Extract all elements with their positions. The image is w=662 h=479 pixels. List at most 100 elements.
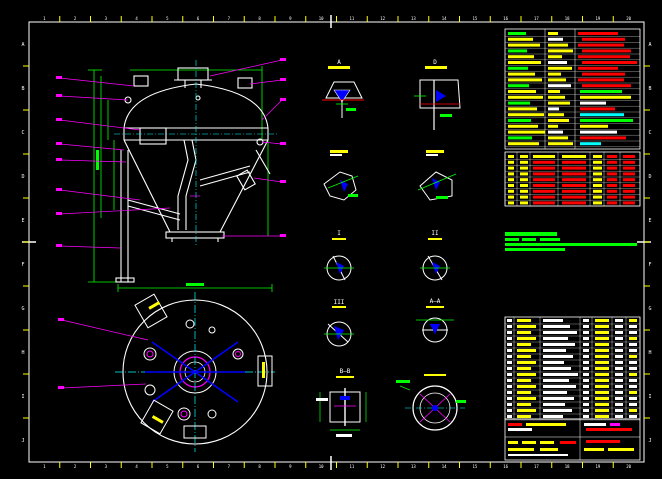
- spec-row-label: [508, 32, 526, 35]
- parts-cell: [543, 349, 566, 352]
- row-letter: G: [648, 306, 651, 312]
- elevation-balloons: [56, 58, 286, 247]
- nozzle-cell: [520, 201, 528, 205]
- parts-cell: [629, 415, 637, 418]
- parts-cell: [543, 319, 563, 322]
- parts-cell: [517, 409, 536, 412]
- spec-row-note: [580, 90, 622, 93]
- parts-cell: [507, 403, 512, 406]
- nozzle-cell: [533, 160, 555, 164]
- parts-cell: [615, 331, 623, 334]
- parts-cell: [507, 391, 512, 394]
- column-number: 10: [319, 464, 324, 469]
- parts-cell: [543, 415, 563, 418]
- spec-row-label: [508, 78, 542, 82]
- detail-roman-1-label: I: [337, 230, 341, 237]
- parts-cell: [517, 361, 536, 364]
- parts-cell: [595, 373, 609, 376]
- parts-cell: [629, 355, 637, 358]
- spec-row-value: [548, 95, 565, 99]
- column-number: 15: [472, 464, 477, 469]
- nozzle-cell: [607, 195, 617, 199]
- nozzle-cell: [593, 184, 602, 187]
- parts-cell: [629, 379, 637, 382]
- parts-cell: [629, 361, 637, 364]
- spec-row-label: [508, 72, 535, 76]
- parts-cell: [517, 397, 536, 400]
- parts-cell: [583, 379, 589, 382]
- plan-nozzles: [134, 293, 273, 439]
- spec-row-note: [580, 101, 606, 105]
- spec-row-note: [578, 32, 618, 35]
- parts-cell: [517, 337, 536, 340]
- column-number: 15: [472, 16, 477, 21]
- parts-cell: [543, 343, 575, 346]
- column-number: 1: [43, 464, 46, 469]
- parts-cell: [517, 373, 536, 376]
- tank-plan-view: [58, 292, 275, 452]
- parts-cell: [583, 319, 589, 322]
- column-number: 9: [289, 16, 292, 21]
- parts-cell: [615, 379, 623, 382]
- row-letter: D: [21, 174, 24, 180]
- column-number: 4: [135, 16, 138, 21]
- nozzle-cell: [593, 189, 602, 193]
- nozzle-cell: [593, 155, 602, 158]
- parts-cell: [595, 379, 609, 382]
- parts-cell: [517, 343, 531, 346]
- row-letter: F: [648, 262, 651, 268]
- spec-row-value: [548, 130, 563, 134]
- nozzle-cell: [562, 201, 586, 205]
- nozzle-cell: [623, 195, 635, 199]
- detail-section-b-b: B—B: [316, 368, 367, 437]
- nozzle-cell: [562, 160, 586, 164]
- parts-cell: [595, 391, 609, 394]
- parts-cell: [583, 385, 589, 388]
- row-letter: E: [21, 218, 24, 224]
- row-letter: I: [21, 394, 24, 400]
- column-number: 7: [228, 464, 231, 469]
- column-number: 11: [349, 464, 354, 469]
- spec-row-note: [582, 84, 631, 88]
- parts-cell: [615, 391, 623, 394]
- nozzle-cell: [593, 195, 602, 199]
- nozzle-cell: [508, 172, 514, 176]
- parts-cell: [543, 379, 569, 382]
- spec-row-value: [548, 84, 571, 88]
- nozzle-cell: [562, 178, 586, 182]
- parts-cell: [629, 343, 637, 346]
- column-number: 8: [258, 16, 261, 21]
- spec-row-label: [508, 37, 533, 41]
- spec-row-value: [548, 78, 566, 82]
- column-number: 3: [105, 16, 108, 21]
- parts-cell: [507, 355, 512, 358]
- spec-row-label: [508, 90, 536, 93]
- parts-cell: [629, 385, 637, 388]
- elevation-leaders: [59, 59, 283, 249]
- spec-row-label: [508, 84, 529, 88]
- detail-roman-2-label: II: [431, 230, 439, 237]
- spec-row-value: [548, 43, 568, 47]
- spec-rows: [505, 32, 640, 147]
- spec-row-note: [578, 78, 624, 82]
- row-letter: A: [21, 42, 24, 48]
- spec-row-label: [508, 142, 539, 146]
- nozzle-cell: [623, 184, 635, 187]
- row-letter: B: [21, 86, 24, 92]
- parts-cell: [507, 409, 512, 412]
- parts-cell: [583, 367, 589, 370]
- parts-cell: [583, 397, 589, 400]
- column-number: 3: [105, 464, 108, 469]
- nozzle-cell: [593, 178, 602, 182]
- spec-row-note: [580, 130, 617, 134]
- nozzle-cell: [520, 178, 528, 182]
- parts-cell: [615, 415, 623, 418]
- spec-row-value: [548, 61, 567, 64]
- spec-row-value: [548, 49, 573, 53]
- column-number: 13: [411, 16, 416, 21]
- spec-row-note: [580, 113, 624, 117]
- parts-cell: [595, 415, 609, 418]
- detail-a-label: A: [337, 59, 341, 66]
